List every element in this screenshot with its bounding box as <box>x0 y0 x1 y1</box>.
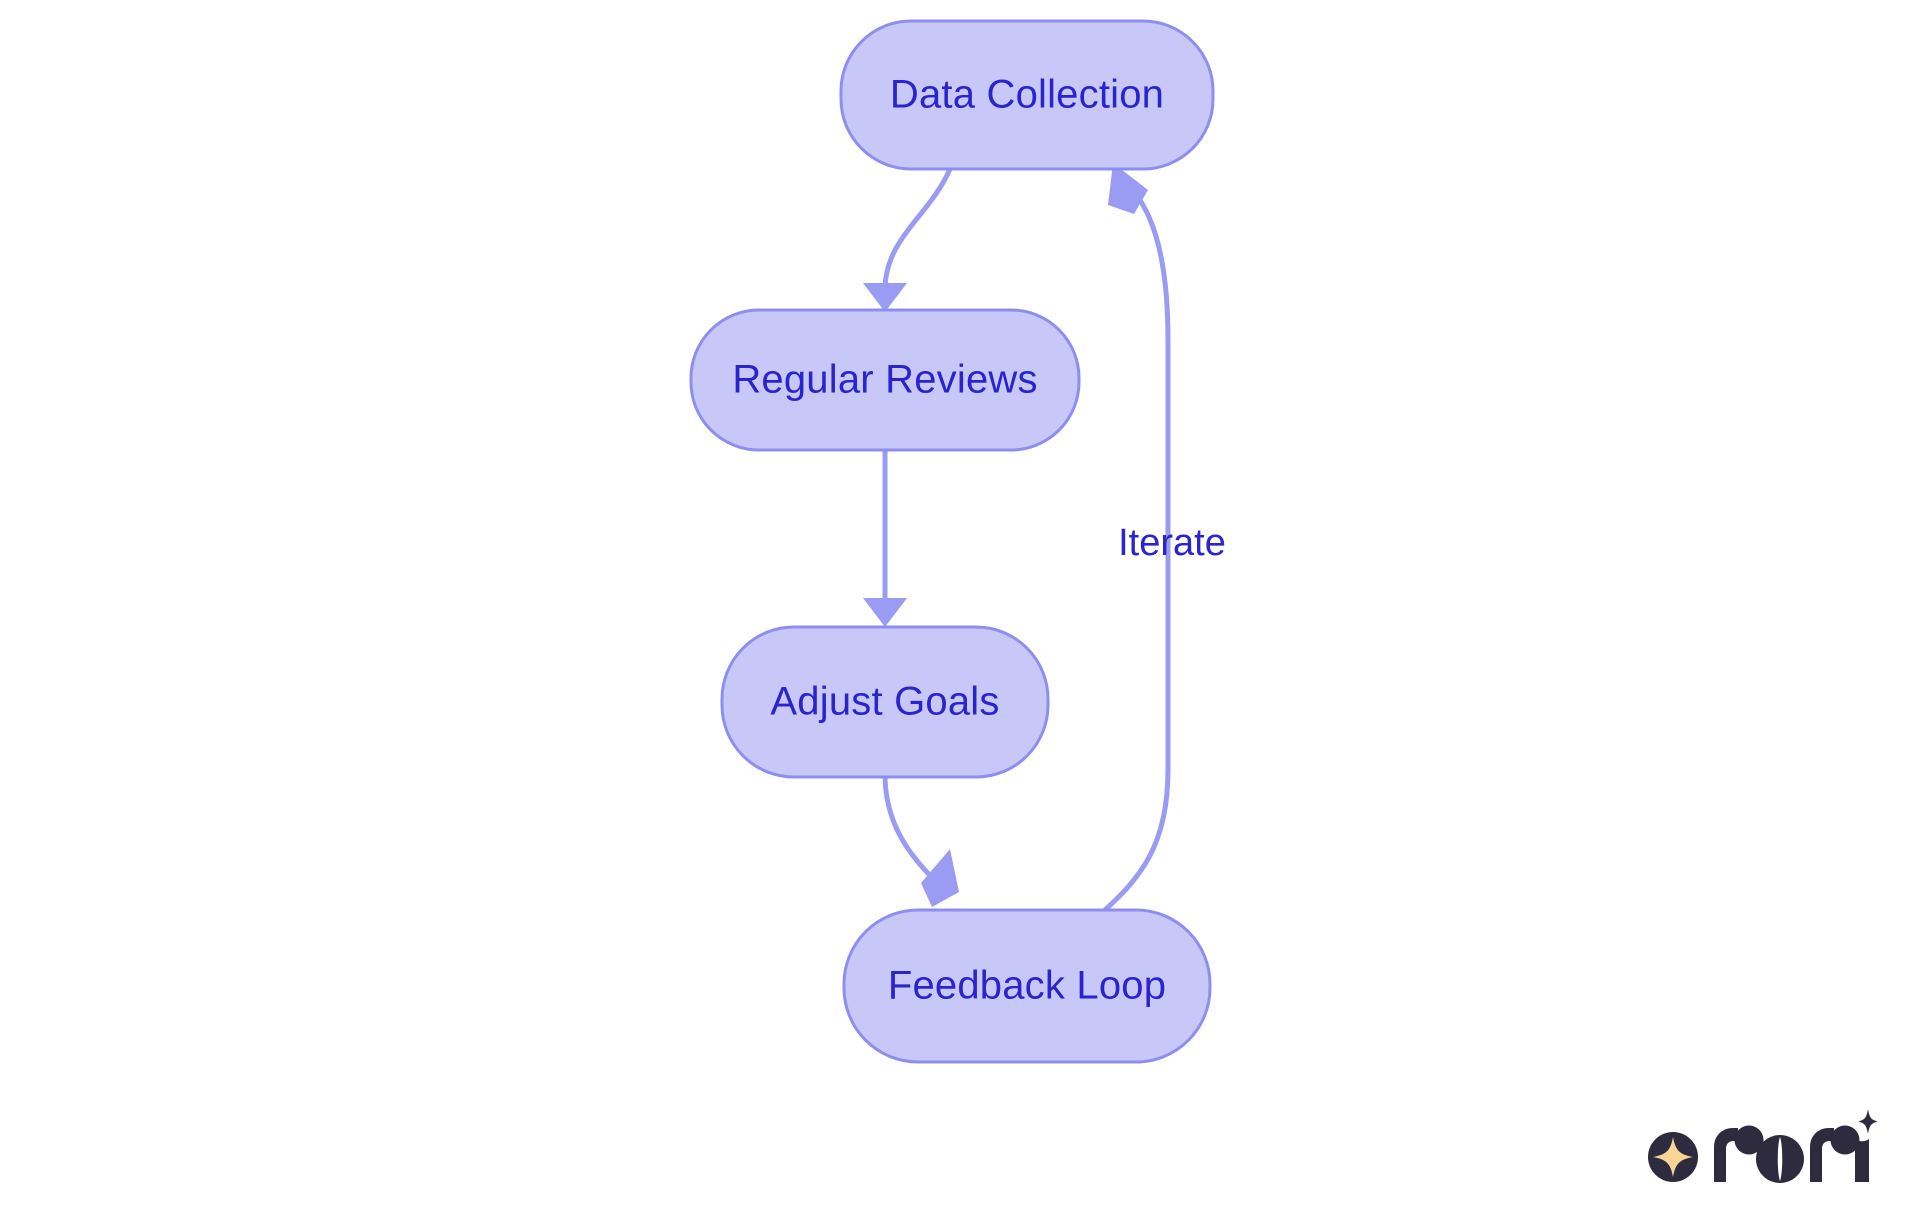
node-shape <box>839 19 1215 171</box>
sparkle-badge-icon <box>1648 1132 1698 1182</box>
node-shape <box>689 308 1081 452</box>
arrow-head-icon <box>863 598 907 627</box>
node-adjust-goals[interactable]: Adjust Goals <box>720 625 1050 779</box>
edge-layer: Iterate <box>863 163 1226 912</box>
node-layer: Data Collection Regular Reviews Adjust G… <box>689 19 1215 1064</box>
edge-regular-reviews-to-adjust-goals[interactable] <box>863 450 907 627</box>
edge-adjust-goals-to-feedback-loop[interactable] <box>882 776 959 907</box>
edge-line <box>882 168 953 289</box>
node-label: Regular Reviews <box>732 358 1037 402</box>
node-regular-reviews[interactable]: Regular Reviews <box>689 308 1081 452</box>
node-data-collection[interactable]: Data Collection <box>839 19 1215 171</box>
rori-logo <box>1648 1109 1878 1183</box>
edge-data-collection-to-regular-reviews[interactable] <box>863 168 953 312</box>
node-label: Data Collection <box>890 73 1164 117</box>
logo-letter-r-1 <box>1714 1125 1764 1182</box>
logo-letter-r-2 <box>1810 1125 1860 1182</box>
edge-label-iterate: Iterate <box>1118 522 1226 564</box>
node-shape <box>720 625 1050 779</box>
node-label: Adjust Goals <box>770 680 999 724</box>
arrow-head-icon <box>1108 163 1148 214</box>
arrow-head-icon <box>921 849 959 907</box>
logo-letter-o <box>1756 1135 1804 1183</box>
edge-line <box>1103 180 1171 912</box>
node-feedback-loop[interactable]: Feedback Loop <box>842 908 1212 1064</box>
logo-letter-i <box>1855 1109 1878 1182</box>
arrow-head-icon <box>863 283 907 312</box>
edge-feedback-loop-to-data-collection[interactable]: Iterate <box>1103 163 1226 912</box>
node-shape <box>842 908 1212 1064</box>
node-label: Feedback Loop <box>888 964 1166 1008</box>
